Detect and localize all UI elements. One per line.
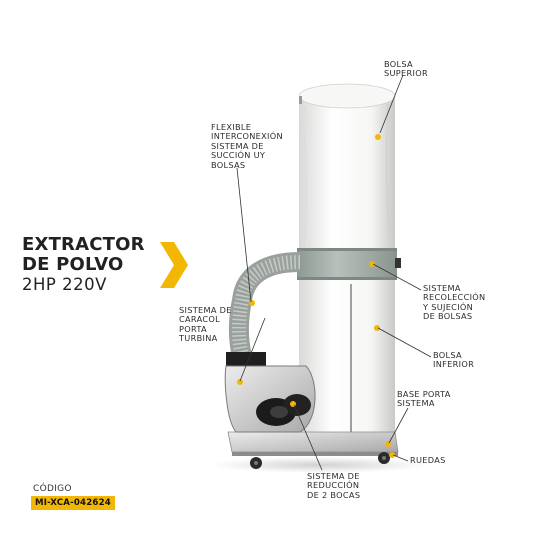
blower-housing xyxy=(224,352,316,433)
product-spec: 2HP 220V xyxy=(22,275,107,294)
code-caption: CÓDIGO xyxy=(33,484,72,494)
chevron-accent-icon xyxy=(160,242,188,288)
lower-bag xyxy=(299,280,395,434)
upper-bag xyxy=(298,83,396,252)
label-snail-system: SISTEMA DE CARACOL PORTA TURBINA xyxy=(179,305,232,344)
wheels xyxy=(250,452,395,469)
label-reducer: SISTEMA DE REDUCCIÓN DE 2 BOCAS xyxy=(307,471,361,500)
label-flexible-hose: FLEXIBLE INTERCONEXIÓN SISTEMA DE SUCCIÓ… xyxy=(211,122,283,170)
label-collection-system: SISTEMA RECOLECCIÓN Y SUJECIÓN DE BOLSAS xyxy=(423,283,486,322)
label-lower-bag: BOLSA INFERIOR xyxy=(433,350,475,370)
base-platform xyxy=(227,431,399,456)
label-base: BASE PORTA SISTEMA xyxy=(397,389,451,409)
flexible-hose xyxy=(229,252,301,359)
product-title-line1: EXTRACTOR xyxy=(22,234,145,255)
code-badge: MI-XCA-042624 xyxy=(31,496,115,510)
callout-lines xyxy=(236,74,432,471)
label-upper-bag: BOLSA SUPERIOR xyxy=(384,59,428,79)
product-title-block: EXTRACTOR DE POLVO 2HP 220V xyxy=(22,236,145,294)
collection-collar xyxy=(297,248,401,280)
product-title-line2: DE POLVO xyxy=(22,254,124,275)
label-wheels: RUEDAS xyxy=(410,455,446,465)
